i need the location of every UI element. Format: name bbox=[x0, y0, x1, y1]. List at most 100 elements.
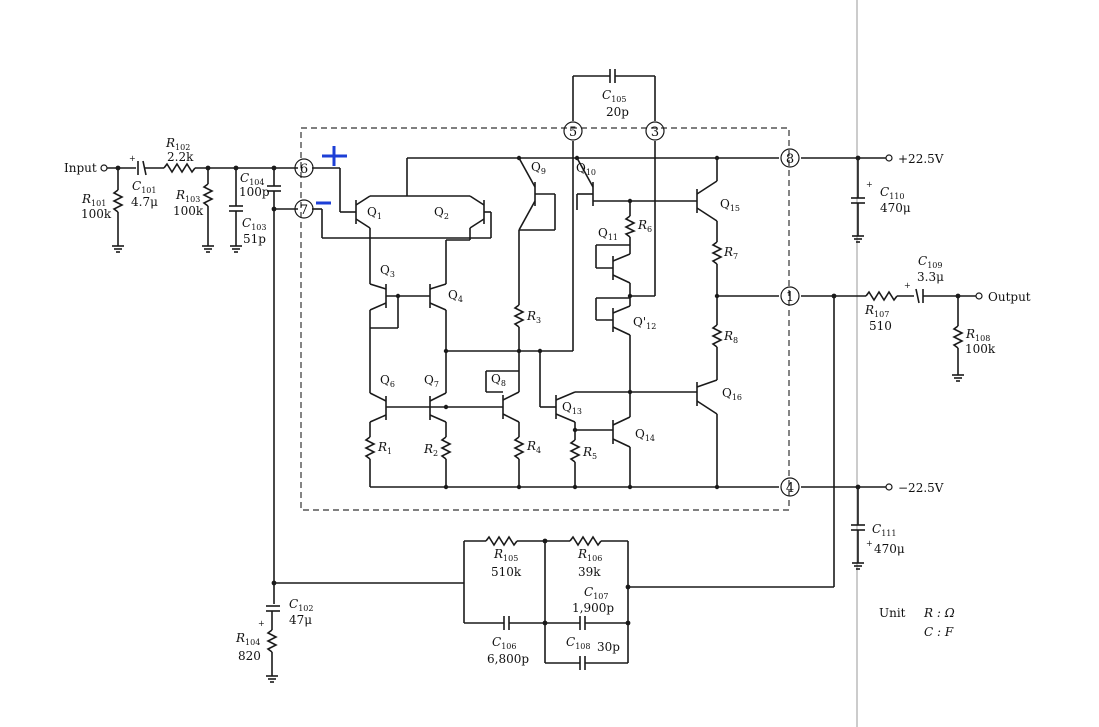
input-label: Input bbox=[64, 161, 97, 175]
pin-7[interactable]: 7 bbox=[294, 199, 314, 219]
pin-6[interactable]: 6 bbox=[294, 158, 314, 178]
svg-text:5: 5 bbox=[569, 125, 577, 140]
label-q8: Q8 bbox=[491, 372, 506, 388]
resistor-r104 bbox=[266, 629, 278, 653]
resistor-r105 bbox=[485, 535, 518, 547]
label-c103: C103 bbox=[242, 216, 266, 232]
value-c103: 51p bbox=[243, 232, 266, 246]
label-q11: Q11 bbox=[598, 226, 618, 242]
feedback-network bbox=[274, 293, 837, 670]
label-r6: R6 bbox=[637, 218, 652, 234]
polarity-marks bbox=[316, 146, 347, 205]
label-c110: C110 bbox=[880, 185, 904, 201]
resistor-r106 bbox=[569, 535, 602, 547]
label-r2: R2 bbox=[423, 442, 438, 458]
label-c101: C101 bbox=[132, 179, 156, 195]
label-q15: Q15 bbox=[720, 197, 740, 213]
ic-boundary bbox=[300, 127, 790, 511]
value-r101: 100k bbox=[81, 207, 112, 221]
resistor-r7 bbox=[711, 241, 723, 265]
label-c102: C102 bbox=[289, 597, 313, 613]
unit-c: C : F bbox=[924, 625, 954, 639]
internal-labels: Q1 Q2 Q3 Q4 Q6 Q7 Q8 Q9 Q10 Q11 Q'12 Q13… bbox=[367, 160, 742, 461]
ic-internal-circuit bbox=[312, 141, 779, 490]
label-r7: R7 bbox=[723, 245, 738, 261]
label-q10: Q10 bbox=[576, 161, 596, 177]
resistor-r103 bbox=[202, 183, 214, 207]
resistor-r4 bbox=[513, 436, 525, 460]
label-q13: Q13 bbox=[562, 400, 582, 416]
svg-text:4: 4 bbox=[786, 481, 794, 496]
power-and-output: +22.5V + + Output −22.5V + bbox=[801, 152, 1031, 563]
svg-text:8: 8 bbox=[786, 152, 794, 167]
label-r101: R101 bbox=[81, 192, 106, 208]
label-c107: C107 bbox=[584, 585, 608, 601]
svg-text:+: + bbox=[129, 154, 136, 163]
svg-text:+: + bbox=[258, 619, 265, 628]
label-r108: R108 bbox=[965, 327, 990, 343]
svg-text:+: + bbox=[904, 281, 911, 290]
label-r8: R8 bbox=[723, 329, 738, 345]
value-r104: 820 bbox=[238, 649, 261, 663]
c105-compensation bbox=[572, 69, 656, 121]
pin-3[interactable]: 3 bbox=[645, 121, 665, 141]
capacitor-c101: + bbox=[129, 154, 147, 176]
label-r107: R107 bbox=[864, 303, 889, 319]
resistor-r102 bbox=[163, 162, 196, 174]
label-r5: R5 bbox=[582, 445, 597, 461]
svg-text:7: 7 bbox=[300, 203, 308, 218]
resistor-r2 bbox=[440, 436, 452, 460]
output-label: Output bbox=[988, 290, 1031, 304]
component-labels: R101 100k C101 4.7μ R102 2.2k R103 100k … bbox=[81, 88, 996, 666]
value-r107: 510 bbox=[869, 319, 892, 333]
resistor-r8 bbox=[711, 324, 723, 348]
value-c102: 47μ bbox=[289, 613, 312, 627]
resistor-r6 bbox=[624, 215, 636, 238]
label-q4: Q4 bbox=[448, 288, 463, 304]
resistor-r101 bbox=[112, 189, 124, 213]
svg-text:3: 3 bbox=[651, 125, 659, 140]
svg-text:1: 1 bbox=[786, 290, 794, 305]
label-q7: Q7 bbox=[424, 373, 439, 389]
unit-title: Unit bbox=[879, 606, 906, 620]
label-c104: C104 bbox=[240, 171, 264, 187]
label-r103: R103 bbox=[175, 188, 200, 204]
label-q14: Q14 bbox=[635, 427, 655, 443]
svg-text:+: + bbox=[866, 180, 873, 189]
pin-1[interactable]: 1 bbox=[780, 286, 800, 306]
resistor-r5 bbox=[569, 439, 581, 463]
label-r104: R104 bbox=[235, 631, 260, 647]
label-q3: Q3 bbox=[380, 263, 395, 279]
resistor-r107 bbox=[865, 290, 898, 302]
svg-text:6: 6 bbox=[300, 162, 308, 177]
capacitor-c109 bbox=[915, 288, 920, 304]
label-c106: C106 bbox=[492, 635, 516, 651]
label-c111: C111 bbox=[872, 522, 896, 538]
value-c106: 6,800p bbox=[487, 652, 529, 666]
label-r105: R105 bbox=[493, 547, 518, 563]
ground-symbols bbox=[112, 235, 964, 683]
label-r3: R3 bbox=[526, 309, 541, 325]
pin-5[interactable]: 5 bbox=[563, 121, 583, 141]
label-r1: R1 bbox=[377, 440, 392, 456]
input-terminal[interactable] bbox=[100, 164, 108, 172]
label-q6: Q6 bbox=[380, 373, 395, 389]
label-c105: C105 bbox=[602, 88, 626, 104]
value-c111: 470μ bbox=[874, 542, 905, 556]
output-terminal[interactable] bbox=[975, 292, 983, 300]
label-c109: C109 bbox=[918, 254, 942, 270]
pin-8[interactable]: 8 bbox=[780, 148, 800, 168]
value-r108: 100k bbox=[965, 342, 996, 356]
units-legend: Unit R : Ω C : F bbox=[879, 606, 955, 639]
pin-4[interactable]: 4 bbox=[780, 477, 800, 497]
value-c109: 3.3μ bbox=[917, 270, 944, 284]
vminus-terminal[interactable] bbox=[885, 483, 893, 491]
vplus-terminal[interactable] bbox=[885, 154, 893, 162]
value-r103: 100k bbox=[173, 204, 204, 218]
value-c104: 100p bbox=[239, 185, 270, 199]
resistor-r108 bbox=[952, 325, 964, 349]
resistor-r1 bbox=[364, 436, 376, 460]
value-c107: 1,900p bbox=[572, 601, 614, 615]
input-section: Input + bbox=[64, 154, 298, 604]
